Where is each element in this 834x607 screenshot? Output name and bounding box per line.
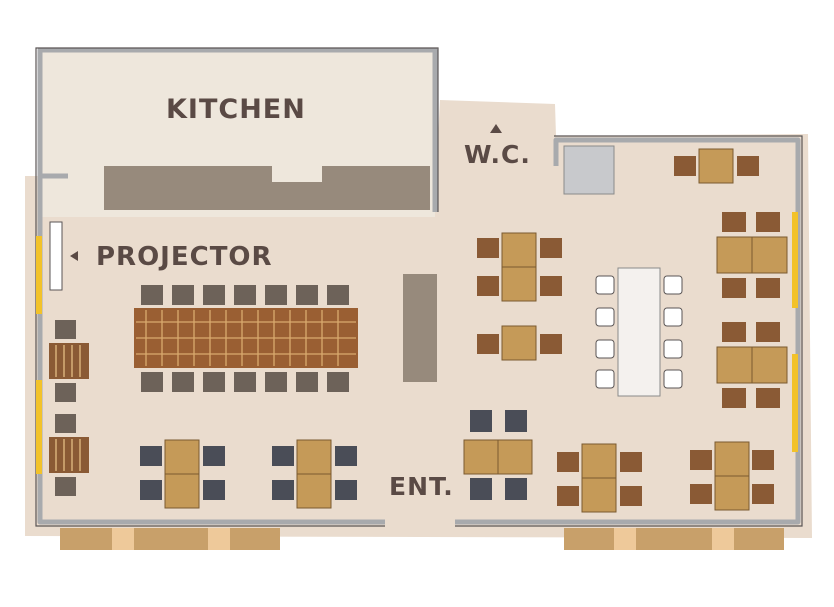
projector-label: PROJECTOR <box>96 242 273 272</box>
projector-screen <box>49 221 63 291</box>
windows <box>36 212 798 474</box>
table-group-center-top <box>477 232 562 302</box>
window-right-1 <box>792 212 798 308</box>
window-right-2 <box>792 354 798 452</box>
table-group-bottom-center <box>557 443 642 513</box>
counter-right <box>322 166 430 210</box>
left-wall-chairs <box>55 320 76 496</box>
table-group-right-top <box>674 148 759 184</box>
left-wall-benches <box>49 343 89 473</box>
kitchen-label: KITCHEN <box>166 94 306 125</box>
wc-label: W.C. <box>464 140 531 169</box>
table-group-center-mid <box>477 325 562 361</box>
kitchen-counters <box>104 166 430 210</box>
long-table-chairs <box>141 285 349 392</box>
long-table-parquet <box>136 310 356 366</box>
white-table-group <box>595 267 683 397</box>
table-group-bottom-left-1 <box>140 439 225 509</box>
wc-fixture <box>563 145 615 195</box>
window-left-2 <box>36 380 42 474</box>
window-left-1 <box>36 236 42 314</box>
counter-middle <box>272 182 322 210</box>
partition <box>403 274 437 382</box>
table-group-bottom-left-2 <box>272 439 357 509</box>
counter-left <box>104 166 272 210</box>
wc-arrow-icon <box>490 124 502 133</box>
table-group-right-2 <box>716 322 788 408</box>
table-group-right-1 <box>716 212 788 298</box>
outdoor-benches <box>60 528 784 550</box>
entrance-label: ENT. <box>389 472 454 501</box>
projector-arrow-icon <box>70 251 78 261</box>
table-group-bottom-right <box>690 441 774 511</box>
table-group-entrance <box>463 410 533 500</box>
